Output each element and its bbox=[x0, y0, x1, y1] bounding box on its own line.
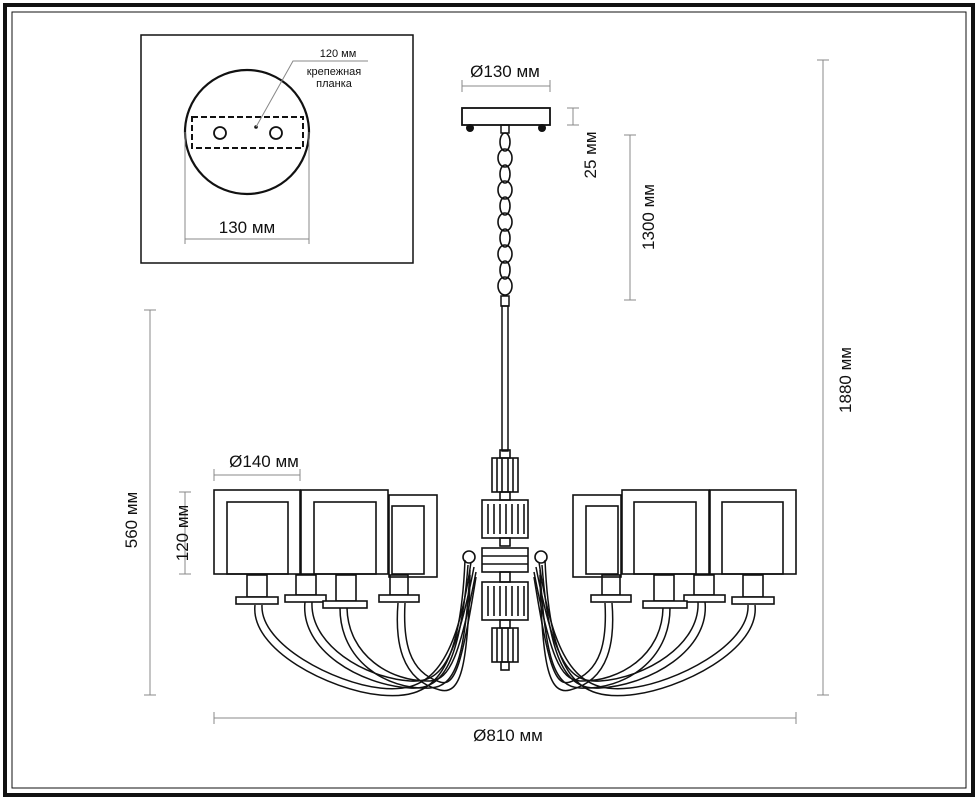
canopy bbox=[461, 107, 551, 126]
dimension-canopy-diameter: Ø130 мм bbox=[461, 62, 551, 92]
dimension-overall-diameter: Ø810 мм bbox=[213, 712, 797, 745]
shades-right bbox=[572, 489, 797, 609]
dimension-shade-diameter: Ø140 мм bbox=[213, 452, 301, 481]
shades-left bbox=[213, 489, 438, 609]
mounting-inset: 120 мм крепежная планка 130 мм bbox=[140, 34, 414, 264]
bracket-label-1: крепежная bbox=[307, 66, 362, 78]
dimension-shade-height: 120 мм bbox=[173, 491, 192, 575]
shade-diameter-label: Ø140 мм bbox=[229, 452, 299, 471]
shade-height-label: 120 мм bbox=[173, 505, 192, 561]
inner-frame bbox=[11, 11, 967, 789]
chain bbox=[497, 132, 513, 296]
chain-length-label: 1300 мм bbox=[639, 184, 658, 250]
arms bbox=[254, 559, 756, 697]
body-height-label: 560 мм bbox=[122, 492, 141, 548]
total-height-label: 1880 мм bbox=[836, 347, 855, 413]
central-column bbox=[462, 449, 548, 671]
mounting-bracket bbox=[191, 116, 304, 149]
dimension-total-height: 1880 мм bbox=[817, 59, 855, 696]
screw-hole bbox=[213, 126, 227, 140]
bracket-width-label: 120 мм bbox=[320, 48, 357, 60]
chandelier bbox=[213, 107, 797, 697]
canopy-circle bbox=[183, 68, 311, 196]
dimension-body-height: 560 мм bbox=[122, 309, 156, 696]
inset-width-label: 130 мм bbox=[219, 218, 275, 237]
bracket-label-2: планка bbox=[316, 78, 353, 90]
overall-diameter-label: Ø810 мм bbox=[473, 726, 543, 745]
dimension-canopy-height: 25 мм bbox=[567, 107, 600, 179]
dimension-chain-length: 1300 мм bbox=[624, 134, 658, 301]
canopy-height-label: 25 мм bbox=[581, 131, 600, 178]
screw-hole bbox=[269, 126, 283, 140]
canopy-diameter-label: Ø130 мм bbox=[470, 62, 540, 81]
outer-frame bbox=[3, 3, 975, 797]
rod bbox=[501, 305, 509, 452]
